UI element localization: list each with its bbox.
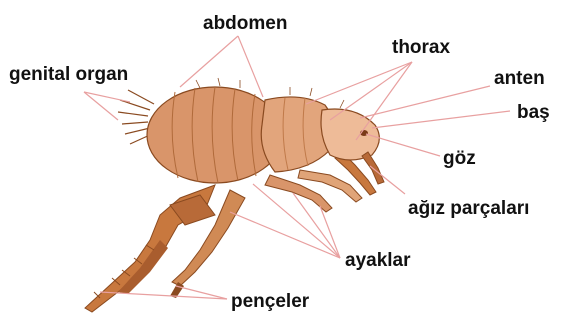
- label-genital-organ: genital organ: [9, 64, 128, 85]
- label-agiz-parcalari: ağız parçaları: [408, 198, 529, 219]
- label-bas: baş: [517, 102, 550, 123]
- label-thorax: thorax: [392, 37, 451, 58]
- label-penceler: pençeler: [231, 291, 310, 312]
- middle-legs: [265, 170, 362, 212]
- head-shape: [321, 109, 379, 160]
- label-abdomen: abdomen: [203, 13, 287, 34]
- label-anten: anten: [494, 68, 545, 89]
- label-ayaklar: ayaklar: [345, 250, 411, 271]
- label-goz: göz: [443, 148, 476, 169]
